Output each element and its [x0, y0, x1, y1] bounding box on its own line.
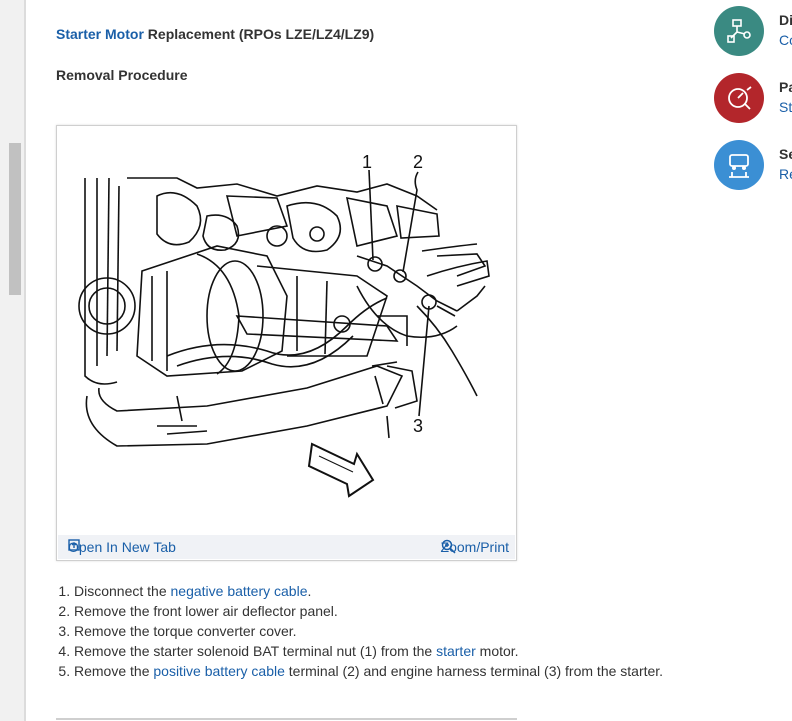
callout-3: 3	[413, 416, 423, 436]
zoom-print-label: Zoom/Print	[440, 539, 509, 555]
sidebar-title: Pa	[779, 79, 792, 95]
open-in-new-tab-label: Open In New Tab	[68, 539, 176, 555]
title-link[interactable]: Starter Motor	[56, 26, 144, 42]
sidebar-link[interactable]: Co	[779, 32, 792, 48]
scroll-rail[interactable]	[0, 0, 24, 721]
zoom-print-button[interactable]: Zoom/Print	[441, 539, 509, 555]
callout-1: 1	[362, 152, 372, 172]
sidebar-icon-circle	[714, 6, 764, 56]
gauge-icon	[728, 86, 752, 110]
sidebar-icon-circle	[714, 140, 764, 190]
step-item: Remove the front lower air deflector pan…	[74, 601, 774, 621]
starter-illustration: 1 2 3	[78, 152, 490, 498]
scroll-thumb[interactable]	[9, 143, 21, 295]
sidebar-item-parts[interactable]: Pa St	[714, 73, 792, 125]
diagram-icon	[727, 19, 751, 43]
zoom-in-icon	[441, 539, 456, 554]
procedure-figure: 1 2 3 Open In New Tab Zoom/Print	[56, 125, 517, 561]
rail-divider	[24, 0, 26, 721]
starter-link[interactable]: starter	[436, 643, 476, 659]
figure-toolbar: Open In New Tab Zoom/Print	[58, 535, 515, 559]
negative-battery-cable-link[interactable]: negative battery cable	[170, 583, 308, 599]
open-in-new-tab-button[interactable]: Open In New Tab	[68, 539, 176, 555]
title-rest: Replacement (RPOs LZE/LZ4/LZ9)	[143, 26, 375, 42]
sidebar-title: Se	[779, 146, 792, 162]
step-item: Remove the positive battery cable termin…	[74, 661, 774, 681]
sidebar-link[interactable]: St	[779, 99, 792, 115]
sidebar-icon-circle	[714, 73, 764, 123]
callout-2: 2	[413, 152, 423, 172]
sidebar-item-service[interactable]: Se Re	[714, 140, 792, 192]
step-item: Remove the torque converter cover.	[74, 621, 774, 641]
open-tab-icon	[68, 539, 80, 551]
vehicle-lift-icon	[729, 154, 749, 178]
step-item: Remove the starter solenoid BAT terminal…	[74, 641, 774, 661]
section-heading: Removal Procedure	[56, 67, 188, 83]
next-figure-edge	[56, 718, 517, 720]
positive-battery-cable-link[interactable]: positive battery cable	[153, 663, 285, 679]
page-title: Starter Motor Replacement (RPOs LZE/LZ4/…	[56, 26, 374, 42]
sidebar-link[interactable]: Re	[779, 166, 792, 182]
procedure-steps: Disconnect the negative battery cable. R…	[56, 581, 774, 681]
step-item: Disconnect the negative battery cable.	[74, 581, 774, 601]
sidebar-title: Di	[779, 12, 792, 28]
sidebar-item-diagrams[interactable]: Di Co	[714, 6, 792, 58]
